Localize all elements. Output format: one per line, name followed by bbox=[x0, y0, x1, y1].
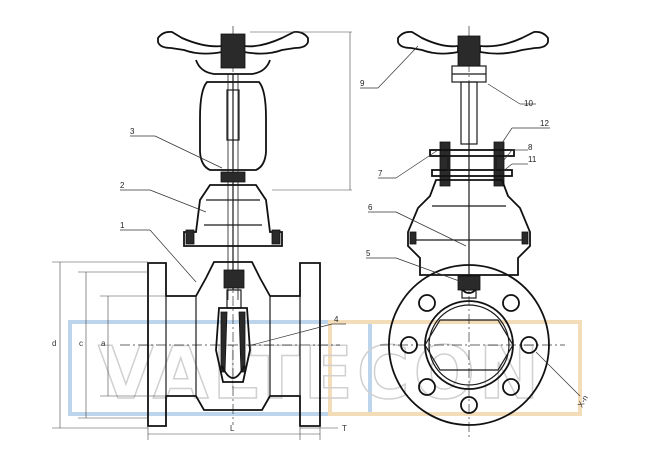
dim-d: d bbox=[52, 339, 56, 348]
part-label-11: 11 bbox=[528, 155, 537, 164]
yoke bbox=[199, 74, 267, 300]
valve-body bbox=[147, 261, 321, 427]
dimensions: d c a L T X-n bbox=[52, 31, 590, 440]
part-label-5: 5 bbox=[366, 249, 371, 258]
part-label-1: 1 bbox=[120, 221, 125, 230]
watermark-text: VALTECON bbox=[98, 331, 543, 415]
part-label-12: 12 bbox=[540, 119, 549, 128]
part-label-6: 6 bbox=[368, 203, 373, 212]
handwheel bbox=[157, 30, 309, 75]
part-label-8: 8 bbox=[528, 143, 533, 152]
part-label-9: 9 bbox=[360, 79, 365, 88]
part-labels: 1 2 3 4 5 6 7 8 9 10 bbox=[120, 45, 550, 347]
part-label-2: 2 bbox=[120, 181, 125, 190]
dim-T: T bbox=[342, 424, 347, 433]
watermark: VALTECON bbox=[68, 320, 582, 416]
end-view bbox=[380, 26, 565, 440]
bonnet bbox=[183, 184, 283, 247]
handwheel-end bbox=[397, 30, 549, 83]
end-flange bbox=[388, 264, 550, 426]
dim-L: L bbox=[230, 424, 235, 433]
part-label-10: 10 bbox=[524, 99, 533, 108]
stem-assembly bbox=[429, 81, 515, 290]
dim-c: c bbox=[79, 339, 83, 348]
part-label-4: 4 bbox=[334, 315, 339, 324]
part-label-3: 3 bbox=[130, 127, 135, 136]
gate-wedge bbox=[215, 307, 251, 383]
dim-a: a bbox=[101, 339, 106, 348]
part-label-7: 7 bbox=[378, 169, 383, 178]
section-view bbox=[120, 26, 340, 427]
